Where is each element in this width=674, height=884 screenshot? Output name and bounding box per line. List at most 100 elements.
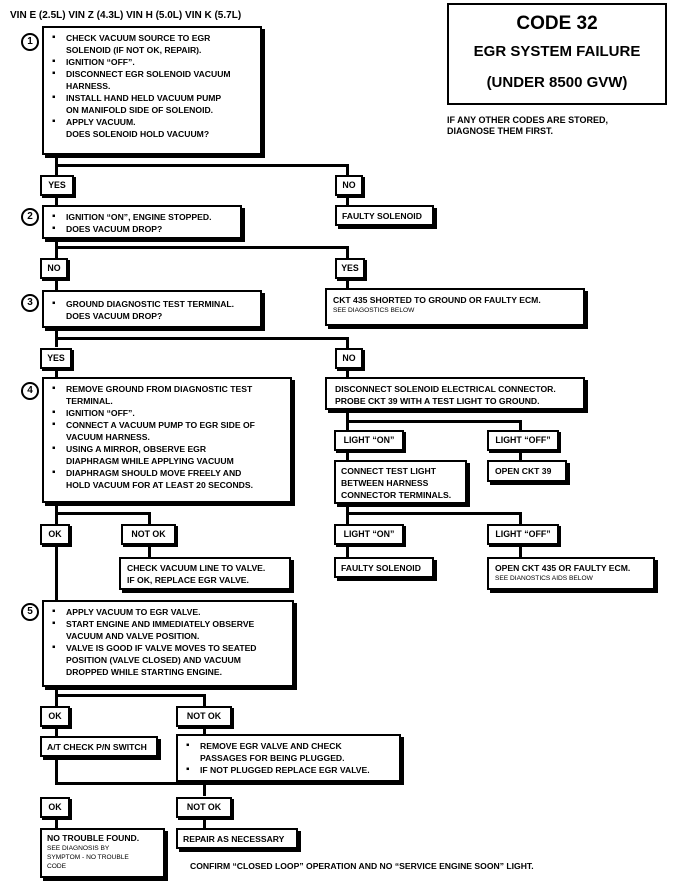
list-item: IGNITION “OFF”. — [44, 56, 260, 68]
step-4-list: REMOVE GROUND FROM DIAGNOSTIC TESTTERMIN… — [44, 383, 290, 491]
step-number: 2 — [21, 208, 39, 226]
item-line: IGNITION “ON”, ENGINE STOPPED. — [66, 212, 212, 222]
item-line: PASSAGES FOR BEING PLUGGED. — [200, 753, 345, 763]
connector — [203, 724, 206, 734]
item-line: POSITION (VALVE CLOSED) AND VACUUM — [66, 655, 241, 665]
yes-label: YES — [40, 348, 72, 369]
result-text: CONNECTOR TERMINALS. — [341, 490, 452, 500]
ok-label: OK — [40, 706, 70, 727]
connector — [55, 367, 58, 381]
item-line: DOES SOLENOID HOLD VACUUM? — [66, 129, 210, 139]
list-item: DIAPHRAGM SHOULD MOVE FREELY AND HOLD VAC… — [44, 467, 290, 491]
no-label: NO — [40, 258, 68, 279]
item-line: IGNITION “OFF”. — [66, 57, 135, 67]
item-line: CHECK VACUUM SOURCE TO EGR — [66, 33, 211, 43]
connector — [55, 694, 205, 697]
light-on-label: LIGHT “ON” — [334, 430, 404, 451]
yes-label: YES — [40, 175, 74, 196]
result-subtext: CODE — [47, 863, 67, 870]
not-ok-label: NOT OK — [121, 524, 176, 545]
result-text: DISCONNECT SOLENOID ELECTRICAL CONNECTOR… — [335, 384, 556, 394]
note: IF ANY OTHER CODES ARE STORED, DIAGNOSE … — [447, 115, 608, 137]
result-text: CHECK VACUUM LINE TO VALVE. — [127, 563, 266, 573]
code-box: CODE 32 EGR SYSTEM FAILURE (UNDER 8500 G… — [447, 3, 667, 105]
code-subtitle: (UNDER 8500 GVW) — [486, 74, 628, 91]
item-line: HOLD VACUUM FOR AT LEAST 20 SECONDS. — [66, 480, 254, 490]
list-item: IGNITION “ON”, ENGINE STOPPED. — [44, 211, 240, 223]
result-subtext: SEE DIAGOSTICS BELOW — [333, 307, 415, 314]
item-line: START ENGINE AND IMMEDIATELY OBSERVE — [66, 619, 255, 629]
connector — [55, 754, 58, 784]
item-line: TERMINAL. — [66, 396, 113, 406]
list-item: IF NOT PLUGGED REPLACE EGR VALVE. — [178, 764, 399, 776]
connector — [55, 276, 58, 290]
item-line: APPLY VACUUM. — [66, 117, 136, 127]
item-line: VALVE IS GOOD IF VALVE MOVES TO SEATED — [66, 643, 257, 653]
item-line: HARNESS. — [66, 81, 111, 91]
list-item: DOES VACUUM DROP? — [44, 223, 240, 235]
list-item: APPLY VACUUM TO EGR VALVE. — [44, 606, 292, 618]
result-text: PROBE CKT 39 WITH A TEST LIGHT TO GROUND… — [335, 396, 540, 406]
light-on-label: LIGHT “ON” — [334, 524, 404, 545]
step-3-box: GROUND DIAGNOSTIC TEST TERMINAL.DOES VAC… — [42, 290, 262, 328]
connector — [346, 408, 349, 438]
item-line: USING A MIRROR, OBSERVE EGR — [66, 444, 207, 454]
connector — [55, 724, 58, 736]
no-label: NO — [335, 175, 363, 196]
item-line: DOES VACUUM DROP? — [66, 224, 163, 234]
connector — [346, 246, 349, 258]
result-text: CKT 435 SHORTED TO GROUND OR FAULTY ECM. — [333, 295, 541, 305]
not-ok-label: NOT OK — [176, 797, 232, 818]
connector — [346, 420, 521, 423]
open-ckt435-box: OPEN CKT 435 OR FAULTY ECM. SEE DIANOSTI… — [487, 557, 655, 590]
connector — [203, 694, 206, 706]
connector — [346, 543, 349, 557]
step-number: 3 — [21, 294, 39, 312]
connector — [55, 337, 348, 340]
disconnect-box: DISCONNECT SOLENOID ELECTRICAL CONNECTOR… — [325, 377, 585, 410]
connect-test-light-box: CONNECT TEST LIGHT BETWEEN HARNESS CONNE… — [334, 460, 467, 504]
list-item: VALVE IS GOOD IF VALVE MOVES TO SEATED PO… — [44, 642, 292, 678]
connector — [55, 816, 58, 828]
connector — [55, 194, 58, 208]
item-line: INSTALL HAND HELD VACUUM PUMP — [66, 93, 222, 103]
yes-label: YES — [335, 258, 365, 279]
connector — [346, 512, 521, 515]
item-line: DIAPHRAGM WHILE APPLYING VACUUM — [66, 456, 234, 466]
result-subtext: SEE DIANOSTICS AIDS BELOW — [495, 575, 593, 582]
connector — [55, 164, 58, 176]
connector — [346, 448, 349, 460]
connector — [148, 543, 151, 557]
step-5-list: APPLY VACUUM TO EGR VALVE.START ENGINE A… — [44, 606, 292, 678]
connector — [346, 194, 349, 206]
connector — [55, 164, 348, 167]
item-line: IGNITION “OFF”. — [66, 408, 135, 418]
list-item: REMOVE GROUND FROM DIAGNOSTIC TESTTERMIN… — [44, 383, 290, 407]
list-item: IGNITION “OFF”. — [44, 407, 290, 419]
list-item: GROUND DIAGNOSTIC TEST TERMINAL.DOES VAC… — [44, 298, 260, 322]
item-line: DISCONNECT EGR SOLENOID VACUUM — [66, 69, 231, 79]
note-line: IF ANY OTHER CODES ARE STORED, — [447, 115, 609, 125]
list-item: START ENGINE AND IMMEDIATELY OBSERVEVACU… — [44, 618, 292, 642]
step-2-list: IGNITION “ON”, ENGINE STOPPED. DOES VACUU… — [44, 211, 240, 235]
check-vacuum-line-box: CHECK VACUUM LINE TO VALVE. IF OK, REPLA… — [119, 557, 291, 590]
step-4-box: REMOVE GROUND FROM DIAGNOSTIC TESTTERMIN… — [42, 377, 292, 503]
vin-line: VIN E (2.5L) VIN Z (4.3L) VIN H (5.0L) V… — [10, 10, 242, 21]
item-line: DIAPHRAGM SHOULD MOVE FREELY AND — [66, 468, 242, 478]
no-label: NO — [335, 348, 363, 369]
at-check-box: A/T CHECK P/N SWITCH — [40, 736, 158, 757]
item-line: CONNECT A VACUUM PUMP TO EGR SIDE OF — [66, 420, 255, 430]
connector — [346, 337, 349, 349]
item-line: VACUUM HARNESS. — [66, 432, 150, 442]
connector — [55, 246, 348, 249]
connector — [203, 816, 206, 828]
list-item: USING A MIRROR, OBSERVE EGR DIAPHRAGM WHI… — [44, 443, 290, 467]
result-text: BETWEEN HARNESS — [341, 478, 429, 488]
light-off-label: LIGHT “OFF” — [487, 430, 559, 451]
connector — [346, 367, 349, 379]
